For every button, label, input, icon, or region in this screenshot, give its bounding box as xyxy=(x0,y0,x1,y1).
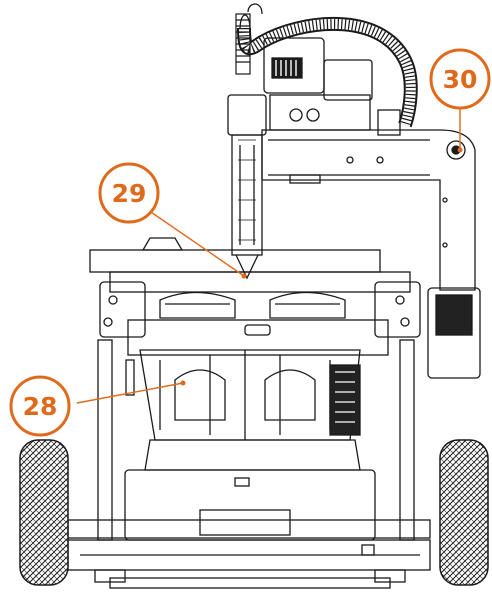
lower-housing xyxy=(124,349,376,541)
callout-28: 28 xyxy=(9,375,71,437)
frame xyxy=(67,339,431,589)
leader-line-28 xyxy=(76,382,184,404)
leader-line-29 xyxy=(147,209,245,277)
callout-circle xyxy=(429,48,491,110)
leader-lines xyxy=(76,100,461,404)
leader-dot-30 xyxy=(457,147,463,153)
callout-label: 29 xyxy=(112,179,147,208)
leader-dot-29 xyxy=(241,273,247,279)
blade-assembly xyxy=(227,94,267,280)
callout-circle xyxy=(9,375,71,437)
line-art xyxy=(67,3,481,589)
leader-dot-28 xyxy=(180,380,186,386)
callout-label: 30 xyxy=(443,65,478,94)
callout-circle xyxy=(98,162,160,224)
cutting-table xyxy=(89,237,421,356)
arm-beam xyxy=(261,129,476,291)
pump-housings xyxy=(159,291,346,319)
left-wheel xyxy=(19,439,69,586)
wheels xyxy=(19,439,489,586)
motor-head xyxy=(263,37,401,136)
callout-29: 29 xyxy=(98,162,160,224)
callout-label: 28 xyxy=(23,392,58,421)
callout-30: 30 xyxy=(429,48,491,110)
vacuum-hose xyxy=(235,3,418,128)
right-wheel xyxy=(439,439,489,586)
side-tray xyxy=(427,287,481,379)
